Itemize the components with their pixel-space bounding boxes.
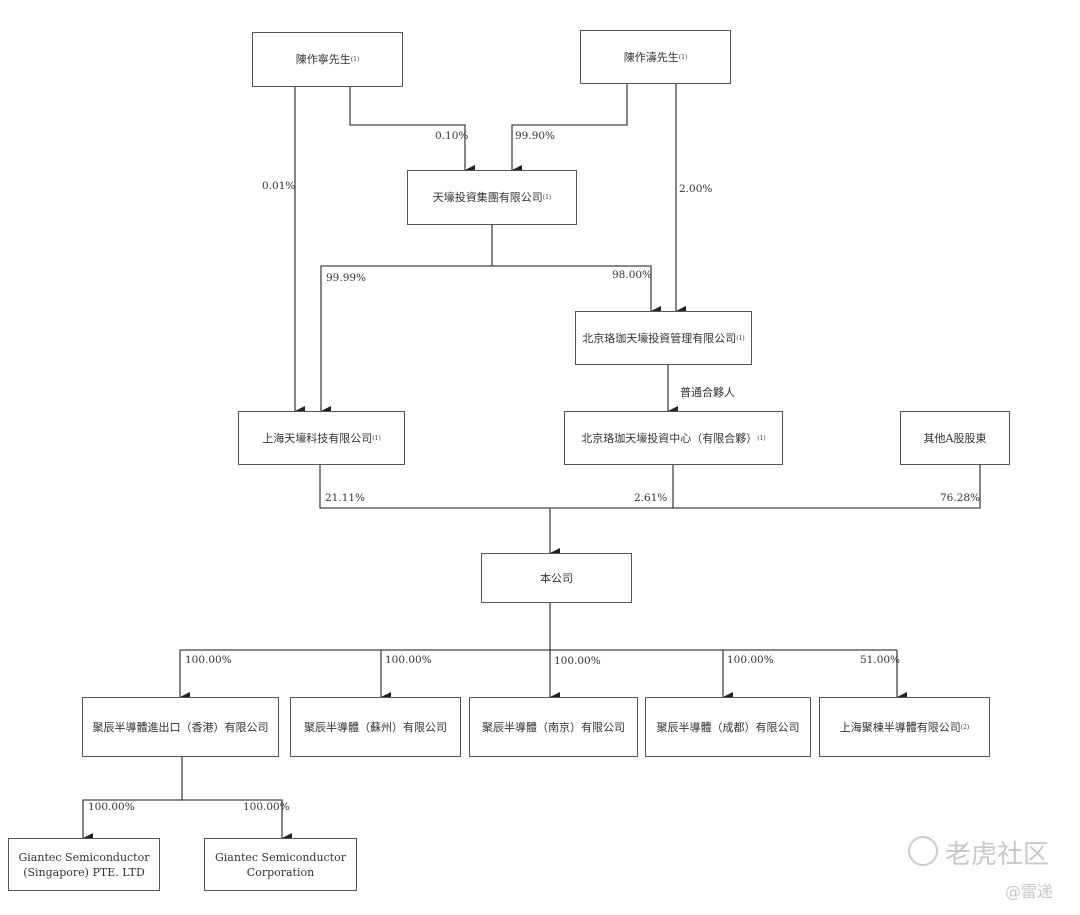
box-company: 本公司 [481, 553, 632, 603]
edge-label: 普通合夥人 [680, 386, 735, 399]
box-giantec-sg: Giantec Semiconductor(Singapore) PTE. LT… [8, 838, 160, 891]
entity-name: 本公司 [540, 571, 573, 585]
entity-name: 天壕投資集團有限公司 [432, 191, 543, 204]
footnote: (1) [542, 194, 552, 201]
entity-name: Giantec Semiconductor [18, 850, 150, 864]
box-sub-chengdu: 聚辰半導體（成都）有限公司 [645, 697, 811, 757]
box-luojia-mgmt: 北京珞珈天壕投資管理有限公司(1) [575, 311, 752, 365]
edge-label: 100.00% [554, 655, 601, 667]
edge-hk-bus [82, 757, 183, 843]
box-other-a-shareholders: 其他A股股東 [900, 411, 1010, 465]
box-sub-hk: 聚辰半導體進出口（香港）有限公司 [82, 697, 279, 757]
footnote: (1) [678, 53, 688, 61]
box-chen-zuoning: 陳作寧先生(1) [252, 32, 403, 87]
entity-name: (Singapore) PTE. LTD [23, 865, 145, 879]
edge-label: 2.61% [634, 492, 668, 504]
box-luojia-center: 北京珞珈天壕投資中心（有限合夥）(1) [564, 411, 783, 465]
footnote: (1) [757, 434, 766, 442]
entity-name: 聚辰半導體（蘇州）有限公司 [304, 720, 447, 734]
watermark-author: @雷递 [1005, 882, 1054, 901]
edge-to-company-bus [319, 465, 981, 509]
entity-name: Corporation [246, 865, 315, 879]
edge-zn-group [349, 87, 475, 175]
edge-label: 100.00% [727, 654, 774, 666]
footnote: (1) [350, 56, 360, 63]
edge-label: 100.00% [185, 654, 232, 666]
entity-name: 其他A股股東 [923, 431, 987, 445]
entity-name: 聚辰半導體（成都）有限公司 [656, 720, 800, 734]
edge-label: 76.28% [940, 492, 981, 504]
entity-name: 北京珞珈天壕投資管理有限公司 [582, 331, 737, 345]
entity-name: 聚辰半導體（南京）有限公司 [482, 720, 625, 734]
box-tianhao-group: 天壕投資集團有限公司(1) [407, 170, 577, 225]
entity-name: Giantec Semiconductor [215, 850, 346, 864]
edge-label: 100.00% [243, 801, 290, 813]
entity-name: 陳作濤先生 [623, 50, 679, 64]
box-sub-shanghai: 上海聚棟半導體有限公司(2) [819, 697, 990, 757]
edge-label: 0.01% [262, 180, 296, 192]
watermark-brand: 老虎社区 [945, 840, 1050, 870]
edge-zt-group [511, 84, 628, 175]
entity-name: 上海聚棟半導體有限公司 [839, 720, 961, 734]
entity-name: 聚辰半導體進出口（香港）有限公司 [92, 720, 269, 734]
edge-label: 98.00% [612, 269, 653, 281]
edge-label: 2.00% [679, 183, 713, 195]
box-sub-suzhou: 聚辰半導體（蘇州）有限公司 [290, 697, 461, 757]
tiger-logo-icon [908, 836, 938, 866]
footnote: (2) [960, 723, 970, 731]
edge-hk-corp [182, 799, 292, 843]
edge-label: 21.11% [325, 492, 366, 504]
box-shanghai-tianhao: 上海天壕科技有限公司(1) [238, 411, 405, 465]
entity-name: 上海天壕科技有限公司 [262, 431, 373, 445]
box-chen-zuotao: 陳作濤先生(1) [580, 30, 731, 84]
edge-group-shanghai [320, 225, 493, 416]
edge-label: 100.00% [88, 801, 135, 813]
edge-label: 0.10% [435, 130, 469, 142]
edge-label: 100.00% [385, 654, 432, 666]
entity-name: 陳作寧先生 [295, 53, 351, 66]
edge-label: 99.99% [326, 272, 367, 284]
entity-name: 北京珞珈天壕投資中心（有限合夥） [581, 431, 758, 445]
edge-group-mgmt [492, 265, 661, 316]
edge-label: 51.00% [860, 654, 901, 666]
footnote: (1) [372, 434, 381, 442]
box-sub-nanjing: 聚辰半導體（南京）有限公司 [469, 697, 638, 757]
edge-label: 99.90% [515, 130, 556, 142]
footnote: (1) [736, 334, 745, 342]
